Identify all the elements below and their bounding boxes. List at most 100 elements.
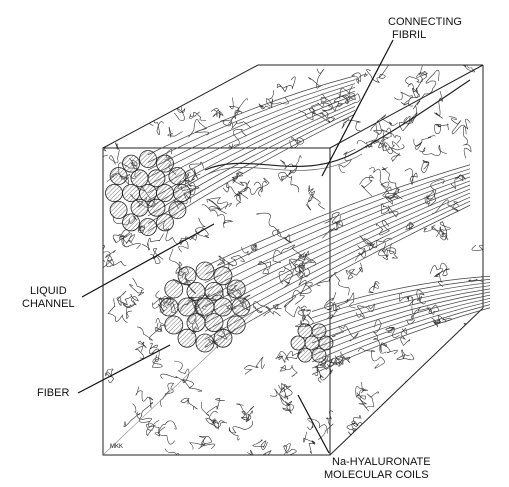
molecular-coil xyxy=(419,145,447,155)
fiber-cross-section xyxy=(169,202,186,219)
fiber-cross-section xyxy=(291,336,305,350)
molecular-coil xyxy=(367,65,389,82)
molecular-coil xyxy=(190,112,206,120)
fiber-cross-section xyxy=(123,185,140,202)
molecular-coil xyxy=(278,351,301,362)
molecular-coil xyxy=(440,351,454,367)
molecular-coil xyxy=(432,225,448,240)
molecular-coil xyxy=(352,73,367,84)
fiber-cross-section xyxy=(187,282,205,300)
molecular-coil xyxy=(111,65,129,85)
molecular-coil xyxy=(278,173,298,193)
label-molecular-coils: MOLECULAR COILS xyxy=(324,469,429,481)
fiber-cross-section xyxy=(232,298,250,316)
molecular-coil xyxy=(281,156,301,180)
molecular-coil xyxy=(414,377,429,392)
molecular-coil xyxy=(469,275,491,283)
fiber-bundle-lower xyxy=(291,276,490,374)
fiber-cross-section xyxy=(227,316,245,334)
molecular-coil xyxy=(378,138,393,154)
molecular-coil xyxy=(161,374,202,391)
molecular-coil xyxy=(253,440,268,450)
fiber-cross-section xyxy=(178,329,196,347)
fiber-cross-section xyxy=(148,170,165,187)
molecular-coil xyxy=(181,398,198,410)
fiber-cross-section xyxy=(178,267,196,285)
molecular-coil xyxy=(160,383,173,407)
fiber-cross-section xyxy=(214,267,232,285)
molecular-coil xyxy=(177,80,192,107)
molecular-coil xyxy=(378,243,394,259)
molecular-coil xyxy=(247,450,271,465)
molecular-coil xyxy=(229,421,253,440)
molecular-coil xyxy=(211,109,223,119)
fiber-cross-section xyxy=(214,298,232,316)
molecular-coil xyxy=(430,265,443,286)
fiber-cross-section xyxy=(214,329,232,347)
molecular-coil xyxy=(403,102,419,131)
fiber-cross-section xyxy=(157,214,174,231)
molecular-coil xyxy=(79,134,104,155)
label-channel: CHANNEL xyxy=(22,298,75,310)
molecular-coil xyxy=(207,199,227,214)
fiber-cross-section xyxy=(140,185,157,202)
molecular-coil xyxy=(137,323,159,340)
molecular-coil xyxy=(120,86,143,97)
molecular-coil xyxy=(376,220,389,235)
molecular-coil xyxy=(137,402,153,422)
molecular-coil xyxy=(393,392,411,400)
artist-signature: MKK xyxy=(110,444,123,450)
molecular-coil xyxy=(419,429,434,449)
molecular-coil xyxy=(336,293,356,312)
molecular-coil xyxy=(201,398,224,416)
fiber-cross-section xyxy=(165,316,183,334)
molecular-coil xyxy=(455,410,463,425)
molecular-coil xyxy=(414,136,435,150)
molecular-coil xyxy=(380,343,397,354)
molecular-coil xyxy=(413,372,436,391)
molecular-coil xyxy=(295,274,306,305)
molecular-coil xyxy=(472,232,492,251)
molecular-coil xyxy=(232,172,243,184)
fiber-cross-section xyxy=(148,199,165,216)
molecular-coil xyxy=(432,200,459,214)
fiber-cross-section xyxy=(110,202,127,219)
fiber-cross-section xyxy=(110,168,127,185)
molecular-coil xyxy=(136,341,147,358)
molecular-coil xyxy=(108,299,127,323)
fiber-cross-section xyxy=(140,219,157,236)
molecular-coil xyxy=(123,304,135,319)
molecular-coil xyxy=(109,143,119,165)
molecular-coil xyxy=(304,432,315,454)
molecular-coil xyxy=(266,90,288,106)
molecular-coil xyxy=(397,350,414,360)
molecular-coil xyxy=(453,51,474,72)
fiber-bundle-upper xyxy=(106,76,356,236)
fiber-cross-section xyxy=(169,168,186,185)
molecular-coil xyxy=(130,278,144,296)
molecular-coil xyxy=(399,113,417,131)
molecular-coil xyxy=(222,50,239,71)
fiber-cross-section xyxy=(131,170,148,187)
molecular-coil xyxy=(209,198,232,210)
fiber-cross-section xyxy=(123,214,140,231)
label-connecting: CONNECTING xyxy=(388,16,462,28)
label-fibril: FIBRIL xyxy=(392,29,426,41)
molecular-coil xyxy=(360,175,374,196)
molecular-coil xyxy=(230,98,248,120)
molecular-coil xyxy=(368,281,379,292)
molecular-coil xyxy=(456,428,471,444)
fiber-cross-section xyxy=(196,334,214,352)
molecular-coil xyxy=(368,434,383,447)
molecular-coil xyxy=(202,205,232,228)
molecular-coil xyxy=(408,66,428,92)
molecular-coil xyxy=(283,401,294,413)
molecular-coil xyxy=(358,349,384,369)
molecular-coil xyxy=(91,120,109,140)
fiber-cross-section xyxy=(312,348,326,362)
molecular-coil xyxy=(75,250,105,267)
molecular-coil xyxy=(245,357,265,374)
molecular-coil xyxy=(424,227,443,237)
